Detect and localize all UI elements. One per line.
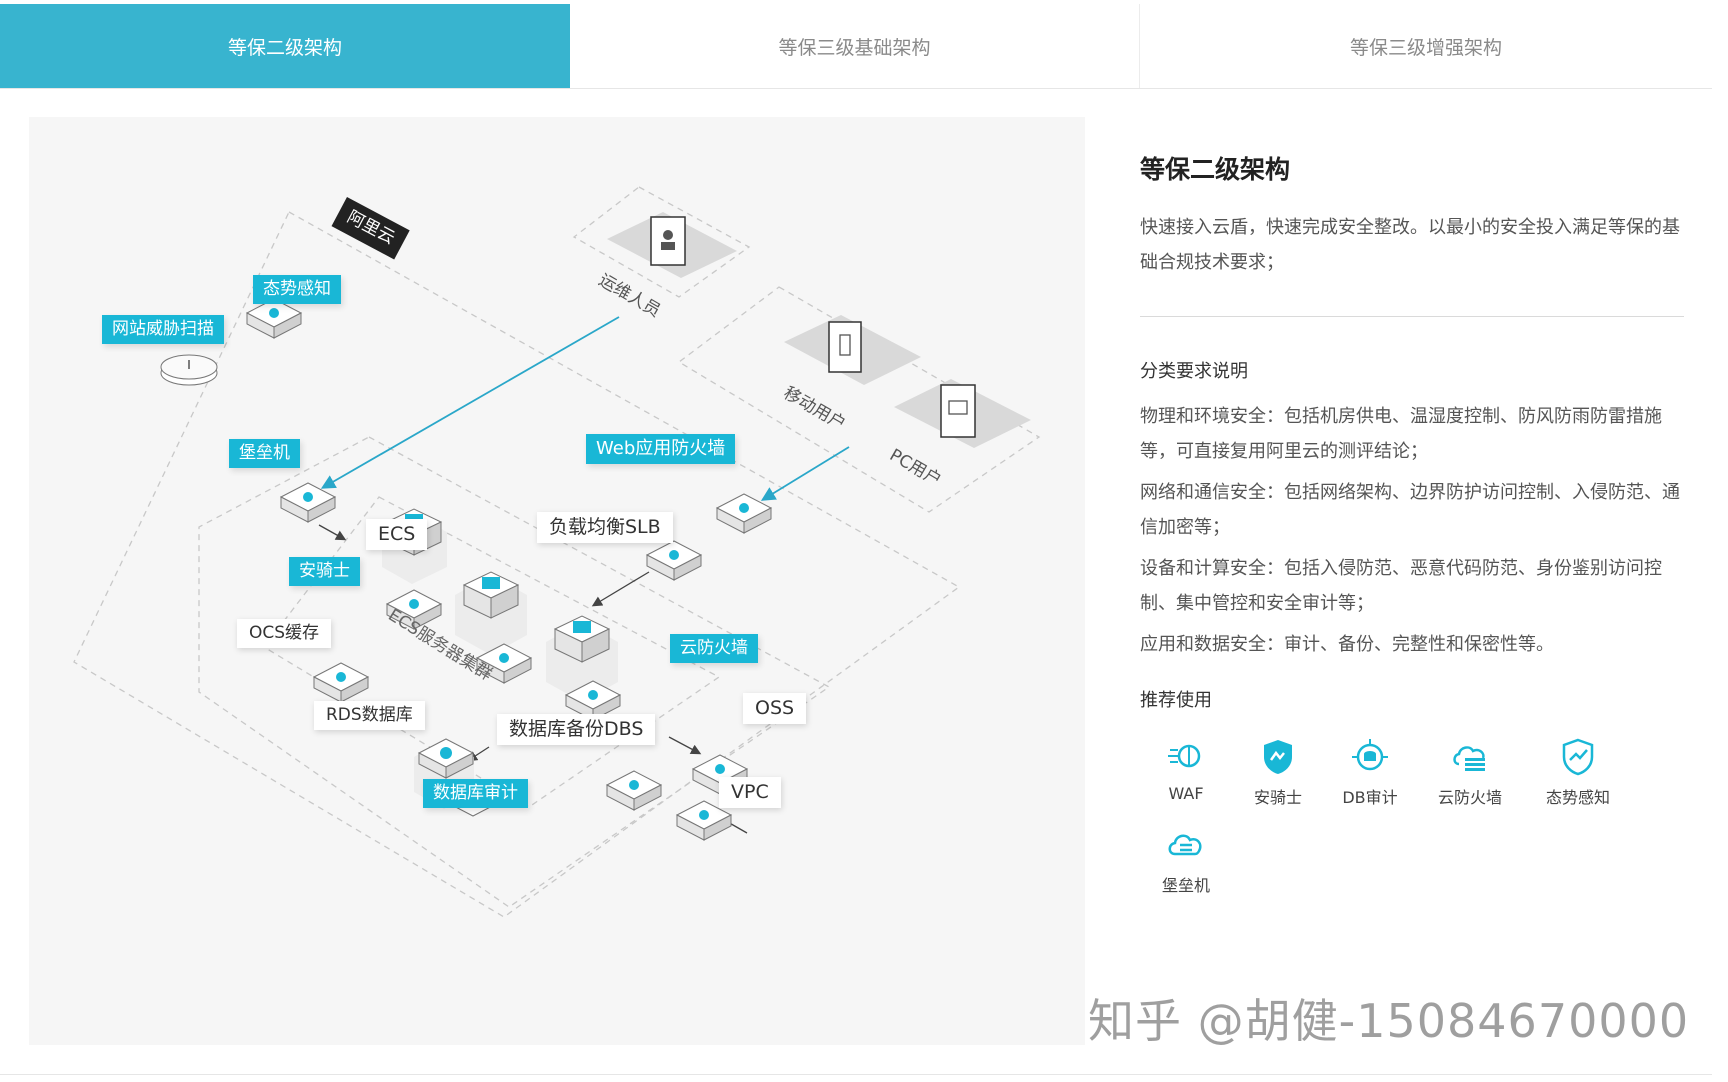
product-situation-awareness[interactable]: 态势感知 — [1524, 736, 1632, 824]
bastion-icon — [1168, 834, 1202, 856]
oss-label: OSS — [743, 693, 807, 724]
tab-level3-basic[interactable]: 等保三级基础架构 — [570, 4, 1140, 88]
tab-level2[interactable]: 等保二级架构 — [0, 4, 570, 88]
cloudfw-label: 云防火墙 — [670, 634, 758, 663]
scan-label: 网站威胁扫描 — [102, 315, 224, 344]
situation-node — [245, 298, 303, 339]
diagram-graphics — [73, 186, 1041, 918]
cloud-boundary — [73, 211, 961, 918]
info-panel: 等保二级架构 快速接入云盾，快速完成安全整改。以最小的安全投入满足等保的基础合规… — [1140, 130, 1688, 912]
bottom-divider — [0, 1074, 1712, 1075]
watermark: 知乎 @胡健-15084670000 — [1088, 994, 1690, 1048]
tab-bar: 等保二级架构 等保三级基础架构 等保三级增强架构 — [0, 4, 1712, 89]
product-aegis[interactable]: 安骑士 — [1232, 736, 1324, 824]
ocs-label: OCS缓存 — [237, 619, 332, 648]
architecture-diagram: 阿里云 运维人员 移动用户 PC用户 态势感知 网站威胁扫描 堡垒机 Web应用… — [29, 117, 1085, 1045]
ecs-label: ECS — [366, 519, 428, 550]
cloud-firewall-icon — [1453, 746, 1485, 771]
requirement-item: 应用和数据安全：审计、备份、完整性和保密性等。 — [1140, 634, 1554, 655]
info-description: 快速接入云盾，快速完成安全整改。以最小的安全投入满足等保的基础合规技术要求； — [1140, 217, 1680, 273]
oss-node — [691, 754, 749, 795]
dbs-node — [605, 770, 663, 811]
product-label: 态势感知 — [1545, 788, 1610, 807]
product-label: 堡垒机 — [1161, 876, 1210, 895]
ocs-node — [312, 662, 370, 703]
mobile-device-icon — [828, 321, 862, 373]
divider — [1140, 316, 1684, 317]
situation-label: 态势感知 — [253, 275, 341, 304]
waf-node — [715, 493, 773, 534]
info-title: 等保二级架构 — [1140, 155, 1291, 184]
ecs-server-3 — [546, 615, 622, 721]
ecs-server-2 — [455, 571, 533, 684]
db-audit-icon — [1352, 739, 1388, 771]
shield-icon — [1264, 740, 1292, 774]
requirement-item: 物理和环境安全：包括机房供电、温湿度控制、防风防雨防雷措施等，可直接复用阿里云的… — [1140, 406, 1662, 462]
product-bastion[interactable]: 堡垒机 — [1140, 824, 1232, 912]
recommend-title: 推荐使用 — [1140, 690, 1212, 711]
requirement-item: 网络和通信安全：包括网络架构、边界防护访问控制、入侵防范、通信加密等； — [1140, 482, 1680, 538]
aegis-node-1 — [385, 589, 443, 630]
aegis-label: 安骑士 — [289, 557, 360, 586]
ecs-cluster-boundary — [263, 496, 721, 808]
product-cloud-firewall[interactable]: 云防火墙 — [1416, 736, 1524, 824]
product-waf[interactable]: WAF — [1140, 736, 1232, 824]
pc-device-icon — [940, 384, 976, 438]
slb-label: 负载均衡SLB — [537, 512, 673, 543]
vpc-boundary — [198, 436, 831, 908]
product-label: WAF — [1168, 784, 1204, 803]
bastion-node — [279, 482, 337, 523]
product-list: WAF 安骑士 DB审计 — [1140, 736, 1640, 912]
product-label: DB审计 — [1342, 788, 1398, 807]
product-db-audit[interactable]: DB审计 — [1324, 736, 1416, 824]
product-label: 安骑士 — [1253, 788, 1302, 807]
vpc-label: VPC — [719, 777, 781, 808]
dbaudit-label: 数据库审计 — [423, 779, 528, 808]
waf-icon — [1168, 744, 1201, 768]
requirement-item: 设备和计算安全：包括入侵防范、恶意代码防范、身份鉴别访问控制、集中管控和安全审计… — [1140, 558, 1662, 614]
scan-node — [160, 354, 218, 386]
slb-node — [645, 540, 703, 581]
tab-level3-enhanced[interactable]: 等保三级增强架构 — [1140, 4, 1712, 88]
dbs-label: 数据库备份DBS — [497, 714, 656, 745]
rds-label: RDS数据库 — [314, 701, 425, 730]
ops-boundary — [572, 186, 751, 298]
product-label: 云防火墙 — [1437, 788, 1502, 807]
section-title: 分类要求说明 — [1140, 361, 1248, 382]
situation-awareness-icon — [1562, 738, 1594, 776]
vpc-node — [675, 800, 733, 841]
waf-label: Web应用防火墙 — [586, 434, 736, 464]
ops-person-icon — [650, 216, 686, 266]
bastion-label: 堡垒机 — [229, 439, 300, 468]
